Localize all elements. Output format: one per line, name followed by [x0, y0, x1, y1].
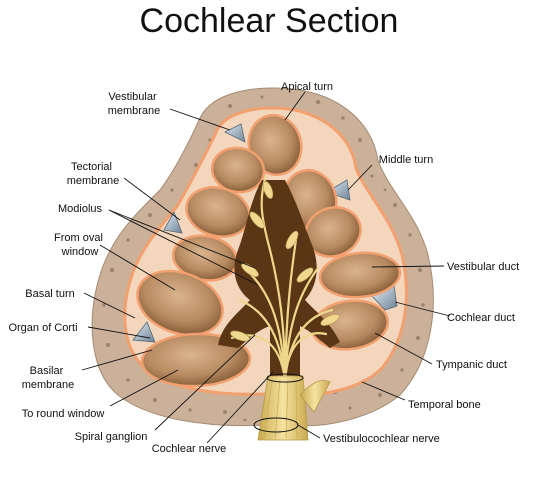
leader-lines	[81, 91, 451, 444]
label-tectorial-membrane: Tectorial membrane	[67, 161, 120, 187]
label-tympanic-duct: Tympanic duct	[436, 359, 507, 371]
modiolus	[218, 180, 340, 380]
label-organ-of-corti: Organ of Corti	[8, 322, 77, 334]
labels: Vestibular membrane Apical turn Middle t…	[8, 81, 519, 455]
cochlear-ducts	[132, 123, 398, 343]
ganglion-leaves	[230, 181, 340, 342]
label-vestibular-membrane: Vestibular membrane	[108, 91, 161, 117]
label-basilar-membrane: Basilar membrane	[22, 365, 75, 391]
label-to-round-window: To round window	[22, 408, 105, 420]
label-temporal-bone: Temporal bone	[408, 399, 481, 411]
label-middle-turn: Middle turn	[379, 154, 433, 166]
label-modiolus: Modiolus	[58, 203, 103, 215]
label-cochlear-duct: Cochlear duct	[447, 312, 515, 324]
chamber-vestibular	[318, 251, 402, 299]
label-apical-turn: Apical turn	[281, 81, 333, 93]
label-vestibular-duct: Vestibular duct	[447, 261, 519, 273]
label-cochlear-nerve: Cochlear nerve	[152, 443, 227, 455]
label-basal-turn: Basal turn	[25, 288, 75, 300]
label-vestibulocochlear-nerve: Vestibulocochlear nerve	[323, 433, 440, 445]
chamber-basal-lower	[140, 332, 252, 388]
label-from-oval-window: From oval window	[54, 232, 106, 258]
diagram-title: Cochlear Section	[139, 2, 399, 40]
nerve-striations	[263, 379, 298, 439]
bone-pores	[102, 95, 425, 422]
label-spiral-ganglion: Spiral ganglion	[75, 431, 148, 443]
nerve-branch	[299, 380, 331, 413]
chamber-basal-upper	[136, 269, 224, 337]
